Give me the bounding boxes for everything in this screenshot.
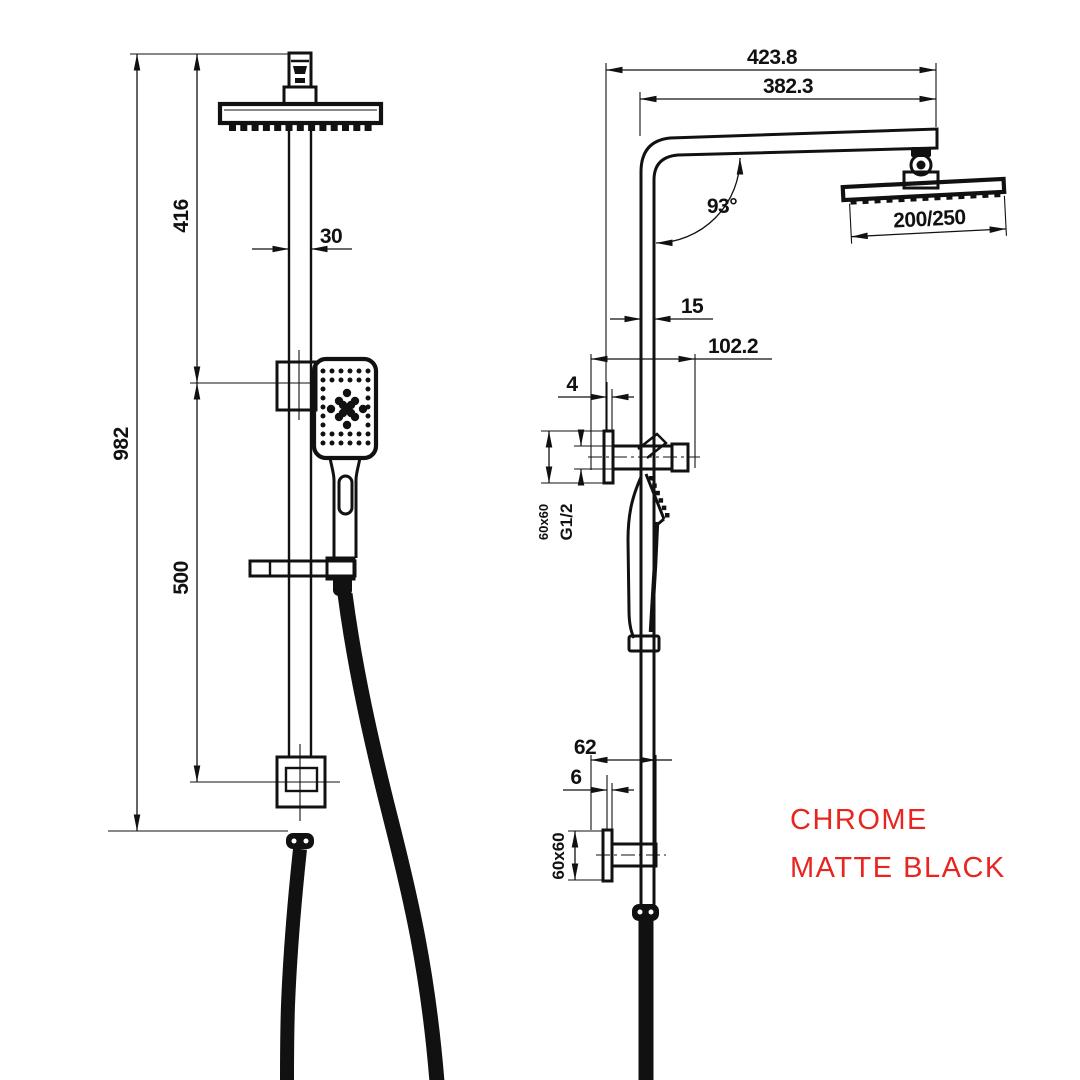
hand-shower-nozzles-side [649,476,670,518]
dim-upper-bracket: 60x60 G1/2 [536,429,612,541]
dim-upper-height-label: 416 [170,199,193,233]
dim-rail-depth: 15 [610,295,713,323]
rail-pipe-front [287,123,313,758]
dim-head-size-label: 200/250 [893,206,966,233]
hoses-front [280,593,445,1080]
hand-shower-front [311,356,379,558]
dim-holder-reach: 102.2 [590,335,772,470]
upper-bracket-side [588,429,700,485]
front-dimensions: 982 416 500 [108,53,340,832]
dim-rail-width-label: 30 [320,225,342,248]
pipe-end-nut-front [286,833,314,849]
dim-rail-width: 30 [252,225,352,256]
front-view: 30 [108,51,445,1080]
dim-holder-reach-label: 102.2 [708,335,758,358]
finish-options: CHROME MATTE BLACK [790,804,1006,884]
finish-option-chrome: CHROME [790,804,928,836]
pipe-end-nut-side [632,904,659,921]
dim-upper-bracket-size-label: 60x60 [536,504,551,540]
finish-option-matte-black: MATTE BLACK [790,852,1006,884]
rail-and-arm-side [639,127,939,905]
hand-shower-side [626,473,670,653]
dim-bottom-offsets: 62 6 [563,736,672,844]
hand-shower-spray-dots [320,368,371,446]
top-connector [282,51,318,106]
dim-total-reach-label: 423.8 [747,46,798,69]
dim-bottom-bracket-size-label: 60x60 [549,832,568,879]
dim-total-height-label: 982 [110,427,133,461]
side-view: 200/250 423.8 382.3 93° 15 [536,46,1007,1080]
hose-connector-front [333,579,352,597]
shower-nozzle-teeth-side [850,192,1001,205]
shelf-front [248,556,357,597]
overhead-shower-front [217,101,384,131]
dim-bottom-bracket-reach-label: 62 [574,736,596,759]
shower-hose-left [280,848,307,1080]
dim-flange-thickness-label: 6 [570,766,581,789]
dim-reach: 423.8 382.3 [605,46,937,431]
dim-bottom-bracket-size: 60x60 [549,830,603,881]
dim-wall-gap-label: 4 [566,373,578,396]
dim-wall-gap: 4 [558,373,634,431]
dim-lower-height-label: 500 [170,561,193,595]
bottom-bracket-side [596,828,666,883]
shower-hose-right [337,593,445,1080]
overhead-shower-side: 200/250 [840,176,1007,244]
hose-side [632,904,659,1080]
hand-shower-button [337,474,354,516]
hand-shower-hook [637,432,668,459]
dim-rail-depth-label: 15 [681,295,704,318]
dim-inlet-thread-label: G1/2 [557,504,576,541]
dim-arm-reach-label: 382.3 [763,75,813,98]
dim-angle: 93° [655,157,744,247]
ball-joint-side [902,147,940,190]
dim-angle-label: 93° [707,195,737,218]
